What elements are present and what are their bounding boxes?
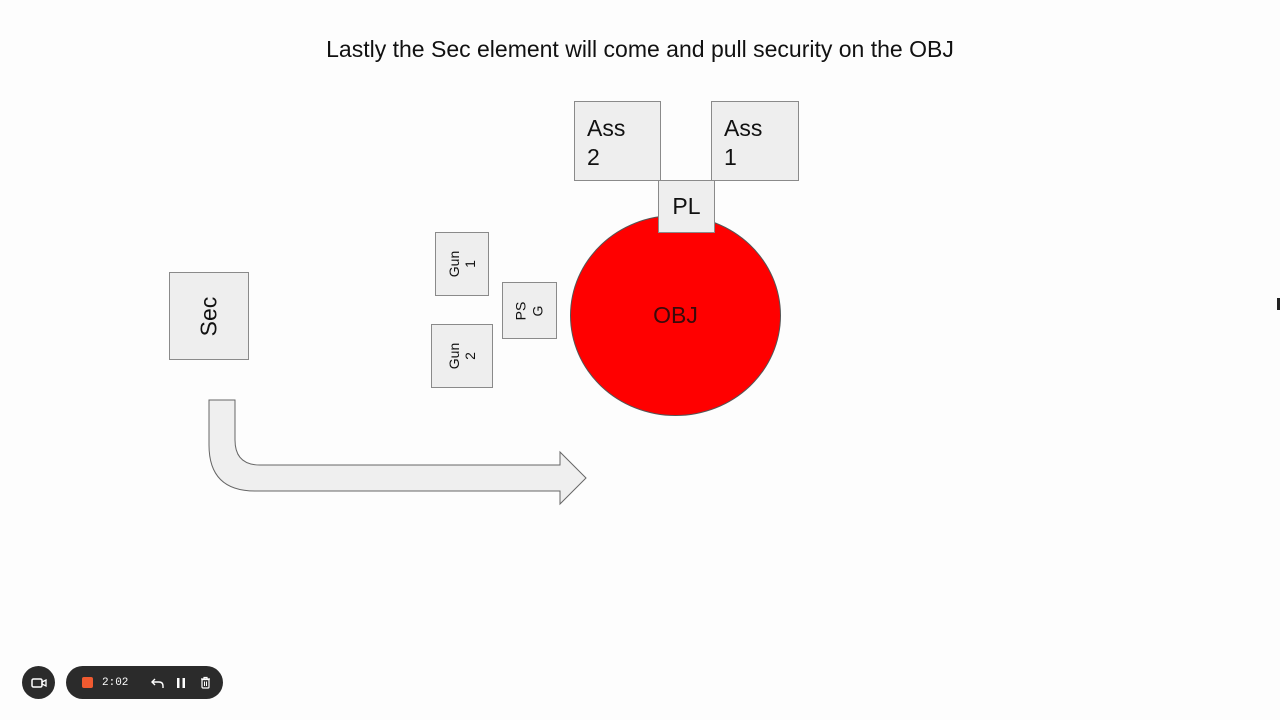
stop-icon[interactable] <box>82 677 93 688</box>
trash-icon <box>200 676 210 689</box>
undo-icon <box>150 678 164 688</box>
undo-button[interactable] <box>145 671 169 695</box>
objective-circle: OBJ <box>570 215 781 416</box>
objective-label: OBJ <box>653 302 698 328</box>
pl-label: PL <box>672 193 701 219</box>
camera-icon <box>30 677 47 688</box>
psg-label: PS G <box>512 301 546 320</box>
pl-box: PL <box>658 180 715 233</box>
slide-title: Lastly the Sec element will come and pul… <box>326 36 954 62</box>
sec-box: Sec <box>169 272 249 360</box>
assault-1-box: Ass 1 <box>711 101 799 181</box>
pause-button[interactable] <box>169 671 193 695</box>
gun-1-box: Gun 1 <box>435 232 489 296</box>
psg-box: PS G <box>502 282 557 339</box>
recording-timer: 2:02 <box>102 676 129 689</box>
pause-icon <box>177 677 185 688</box>
assault-2-box: Ass 2 <box>574 101 661 181</box>
delete-button[interactable] <box>193 671 217 695</box>
recording-toolbar: 2:02 <box>66 666 223 699</box>
gun-2-box: Gun 2 <box>431 324 493 388</box>
sec-label: Sec <box>195 296 222 336</box>
gun-1-label: Gun 1 <box>446 250 478 278</box>
cursor-icon <box>1277 298 1280 310</box>
gun-2-label: Gun 2 <box>446 342 478 370</box>
camera-toggle-button[interactable] <box>22 666 55 699</box>
